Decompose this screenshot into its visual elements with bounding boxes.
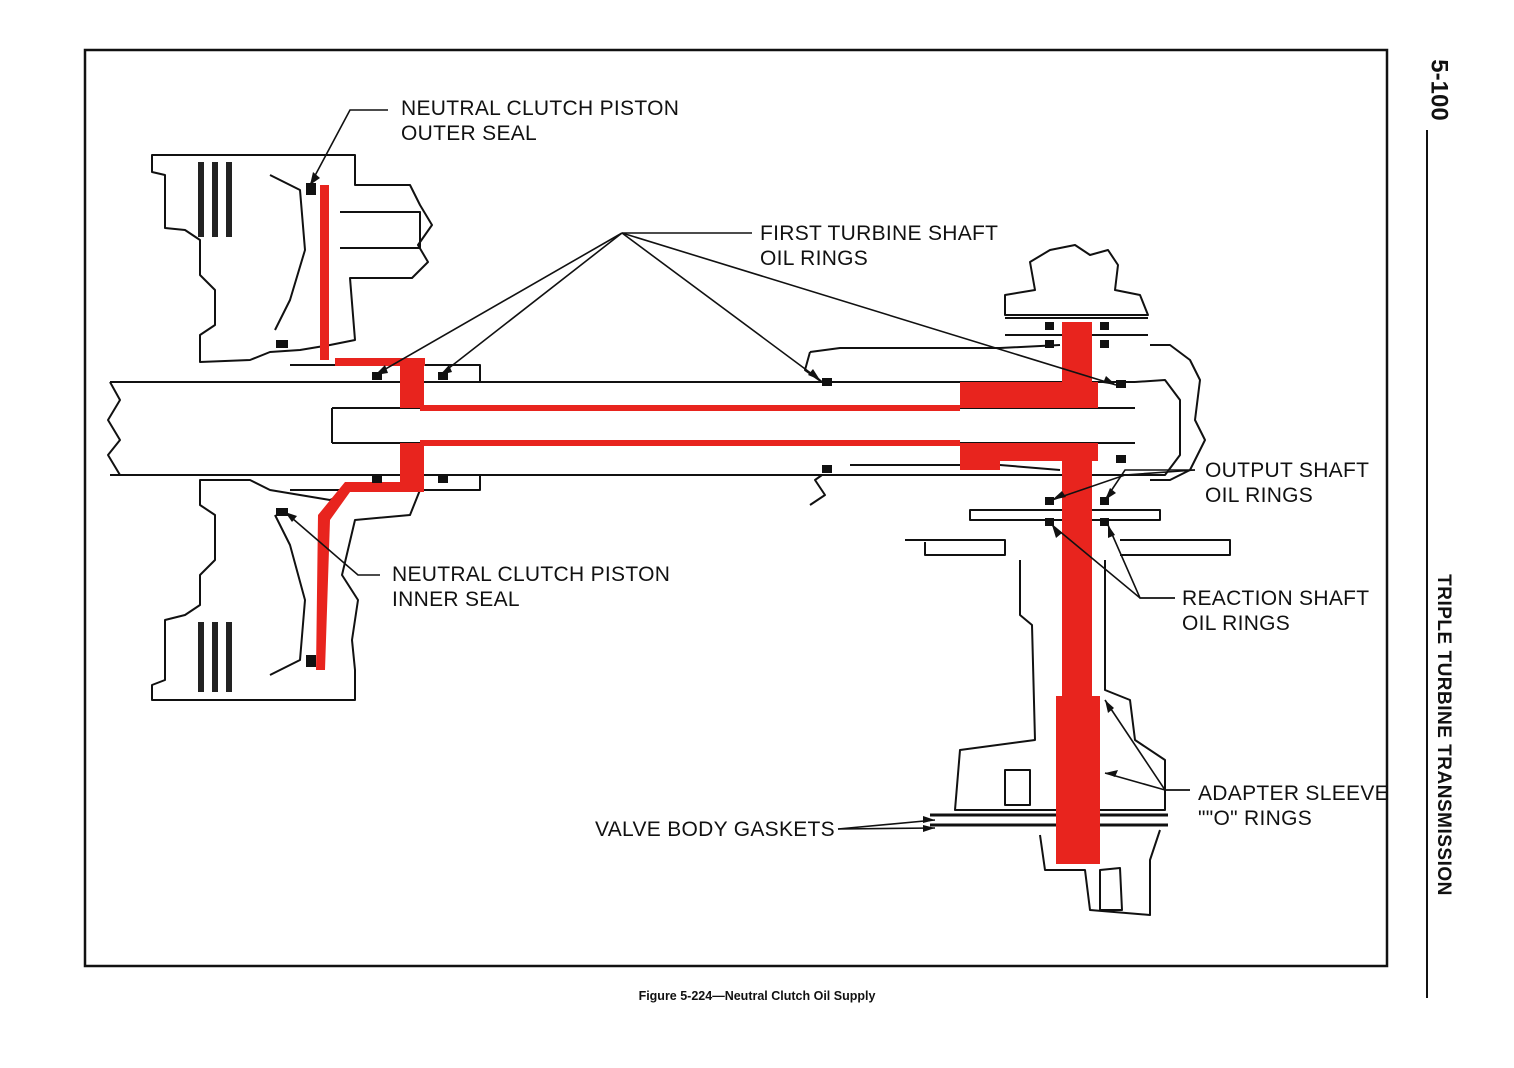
page-number: 5-100 xyxy=(1425,59,1453,121)
figure-caption: Figure 5-224—Neutral Clutch Oil Supply xyxy=(638,989,876,1003)
label-adapter-line2: ""O" RINGS xyxy=(1198,807,1313,830)
label-outer-seal: NEUTRAL CLUTCH PISTON OUTER SEAL xyxy=(401,96,679,146)
label-output-shaft-rings: OUTPUT SHAFT OIL RINGS xyxy=(1205,458,1369,508)
label-inner-seal: NEUTRAL CLUTCH PISTON INNER SEAL xyxy=(392,562,670,612)
oil-passages xyxy=(316,185,1100,864)
label-turbine-line1: FIRST TURBINE SHAFT xyxy=(760,222,999,245)
leader-lines xyxy=(284,109,1196,830)
label-reaction-shaft-rings: REACTION SHAFT OIL RINGS xyxy=(1182,586,1369,636)
label-turbine-line2: OIL RINGS xyxy=(760,247,869,270)
oil-rings xyxy=(276,183,1126,667)
label-outer-seal-line1: NEUTRAL CLUTCH PISTON xyxy=(401,97,680,120)
side-title: TRIPLE TURBINE TRANSMISSION xyxy=(1433,574,1454,896)
label-adapter-line1: ADAPTER SLEEVE xyxy=(1198,782,1389,805)
label-output-line1: OUTPUT SHAFT xyxy=(1205,459,1370,482)
label-inner-seal-line2: INNER SEAL xyxy=(392,588,520,611)
label-reaction-line2: OIL RINGS xyxy=(1182,612,1291,635)
label-inner-seal-line1: NEUTRAL CLUTCH PISTON xyxy=(392,563,671,586)
label-output-line2: OIL RINGS xyxy=(1205,484,1314,507)
label-valve-body-gaskets: VALVE BODY GASKETS xyxy=(595,818,835,841)
label-first-turbine-rings: FIRST TURBINE SHAFT OIL RINGS xyxy=(760,221,998,271)
clutch-plates xyxy=(198,162,232,692)
label-adapter-sleeve-rings: ADAPTER SLEEVE ""O" RINGS xyxy=(1198,781,1389,831)
figure-frame xyxy=(83,48,1389,968)
leader-arrowheads xyxy=(285,172,1118,832)
label-reaction-line1: REACTION SHAFT xyxy=(1182,587,1370,610)
label-outer-seal-line2: OUTER SEAL xyxy=(401,122,538,145)
